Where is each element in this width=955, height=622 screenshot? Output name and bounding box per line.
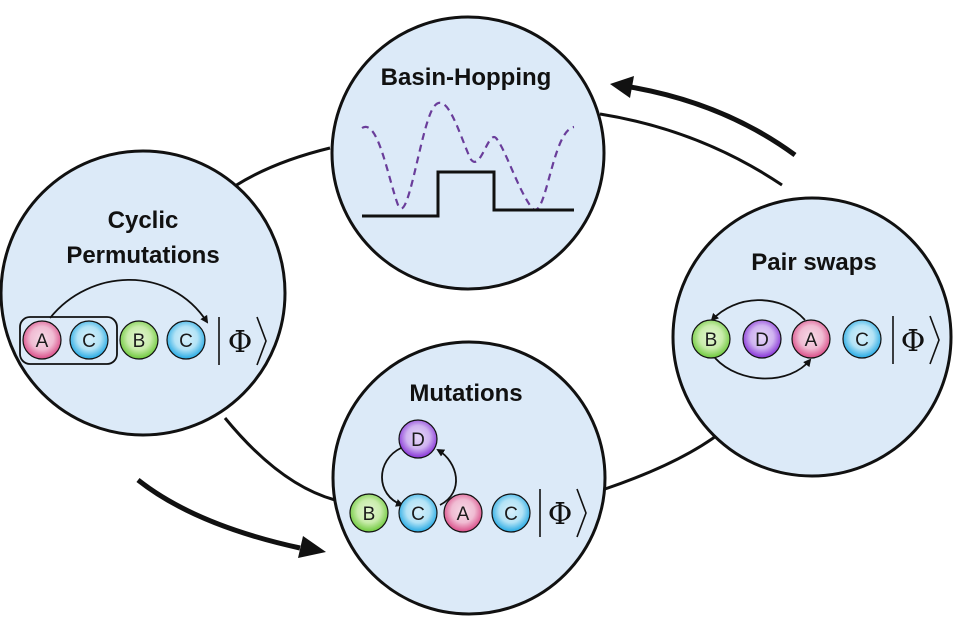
svg-text:B: B [705,330,718,351]
orbital-A: A [22,320,62,360]
swap-arrow-bottom [714,357,812,380]
orbital-A: A [791,319,831,359]
direction-arrow-top [617,82,797,158]
cyclic-arrow [49,279,209,324]
orbital-C: C [69,320,109,360]
arrowhead-top [610,76,634,98]
node-title: Basin-Hopping [381,64,552,91]
orbital-D-mutant: D [398,419,438,459]
svg-text:Φ: Φ [548,497,573,532]
orbital-C: C [398,493,438,533]
arrowhead-bottom [298,536,326,558]
svg-text:C: C [411,504,425,525]
permutation-group-box [19,316,118,365]
node-pair-swaps: Pair swaps B D A C Φ [671,196,953,478]
node-title: Pair swaps [751,249,876,276]
svg-text:C: C [179,331,193,352]
node-circle [331,340,607,616]
svg-text:A: A [805,330,818,351]
mutation-arrow-in [381,447,404,507]
connector-cyclic-mut [223,417,336,502]
ket-phi: Φ [539,488,587,538]
orbital-C: C [842,319,882,359]
orbital-A: A [443,493,483,533]
svg-text:C: C [855,330,869,351]
mutation-arrow-out [436,448,457,506]
svg-text:D: D [411,430,425,451]
node-mutations: Mutations D B C A C Φ [331,340,607,616]
node-cyclic-permutations: Cyclic Permutations A C B C Φ [0,149,287,437]
direction-arrow-bottom [136,478,301,551]
svg-text:A: A [36,331,49,352]
orbital-B: B [349,493,389,533]
node-title-line1: Cyclic [108,207,179,234]
node-title-line2: Permutations [66,242,219,269]
svg-text:B: B [133,331,146,352]
svg-text:D: D [755,330,769,351]
node-basin-hopping: Basin-Hopping [330,15,606,291]
svg-text:C: C [504,504,518,525]
orbital-D: D [742,319,782,359]
orbital-C: C [491,493,531,533]
svg-text:C: C [82,331,96,352]
orbital-C: C [166,320,206,360]
ket-phi: Φ [218,316,267,366]
swap-arrow-top [710,299,806,322]
svg-text:A: A [457,504,470,525]
energy-landscape-curve [361,101,575,211]
step-function [362,170,574,218]
svg-text:Φ: Φ [228,325,253,360]
svg-text:B: B [363,504,376,525]
ket-phi: Φ [892,315,940,365]
node-circle [0,149,287,437]
orbital-B: B [119,320,159,360]
svg-text:Φ: Φ [901,324,926,359]
orbital-B: B [691,319,731,359]
connector-basin-pair [599,112,783,187]
node-title: Mutations [409,380,522,407]
